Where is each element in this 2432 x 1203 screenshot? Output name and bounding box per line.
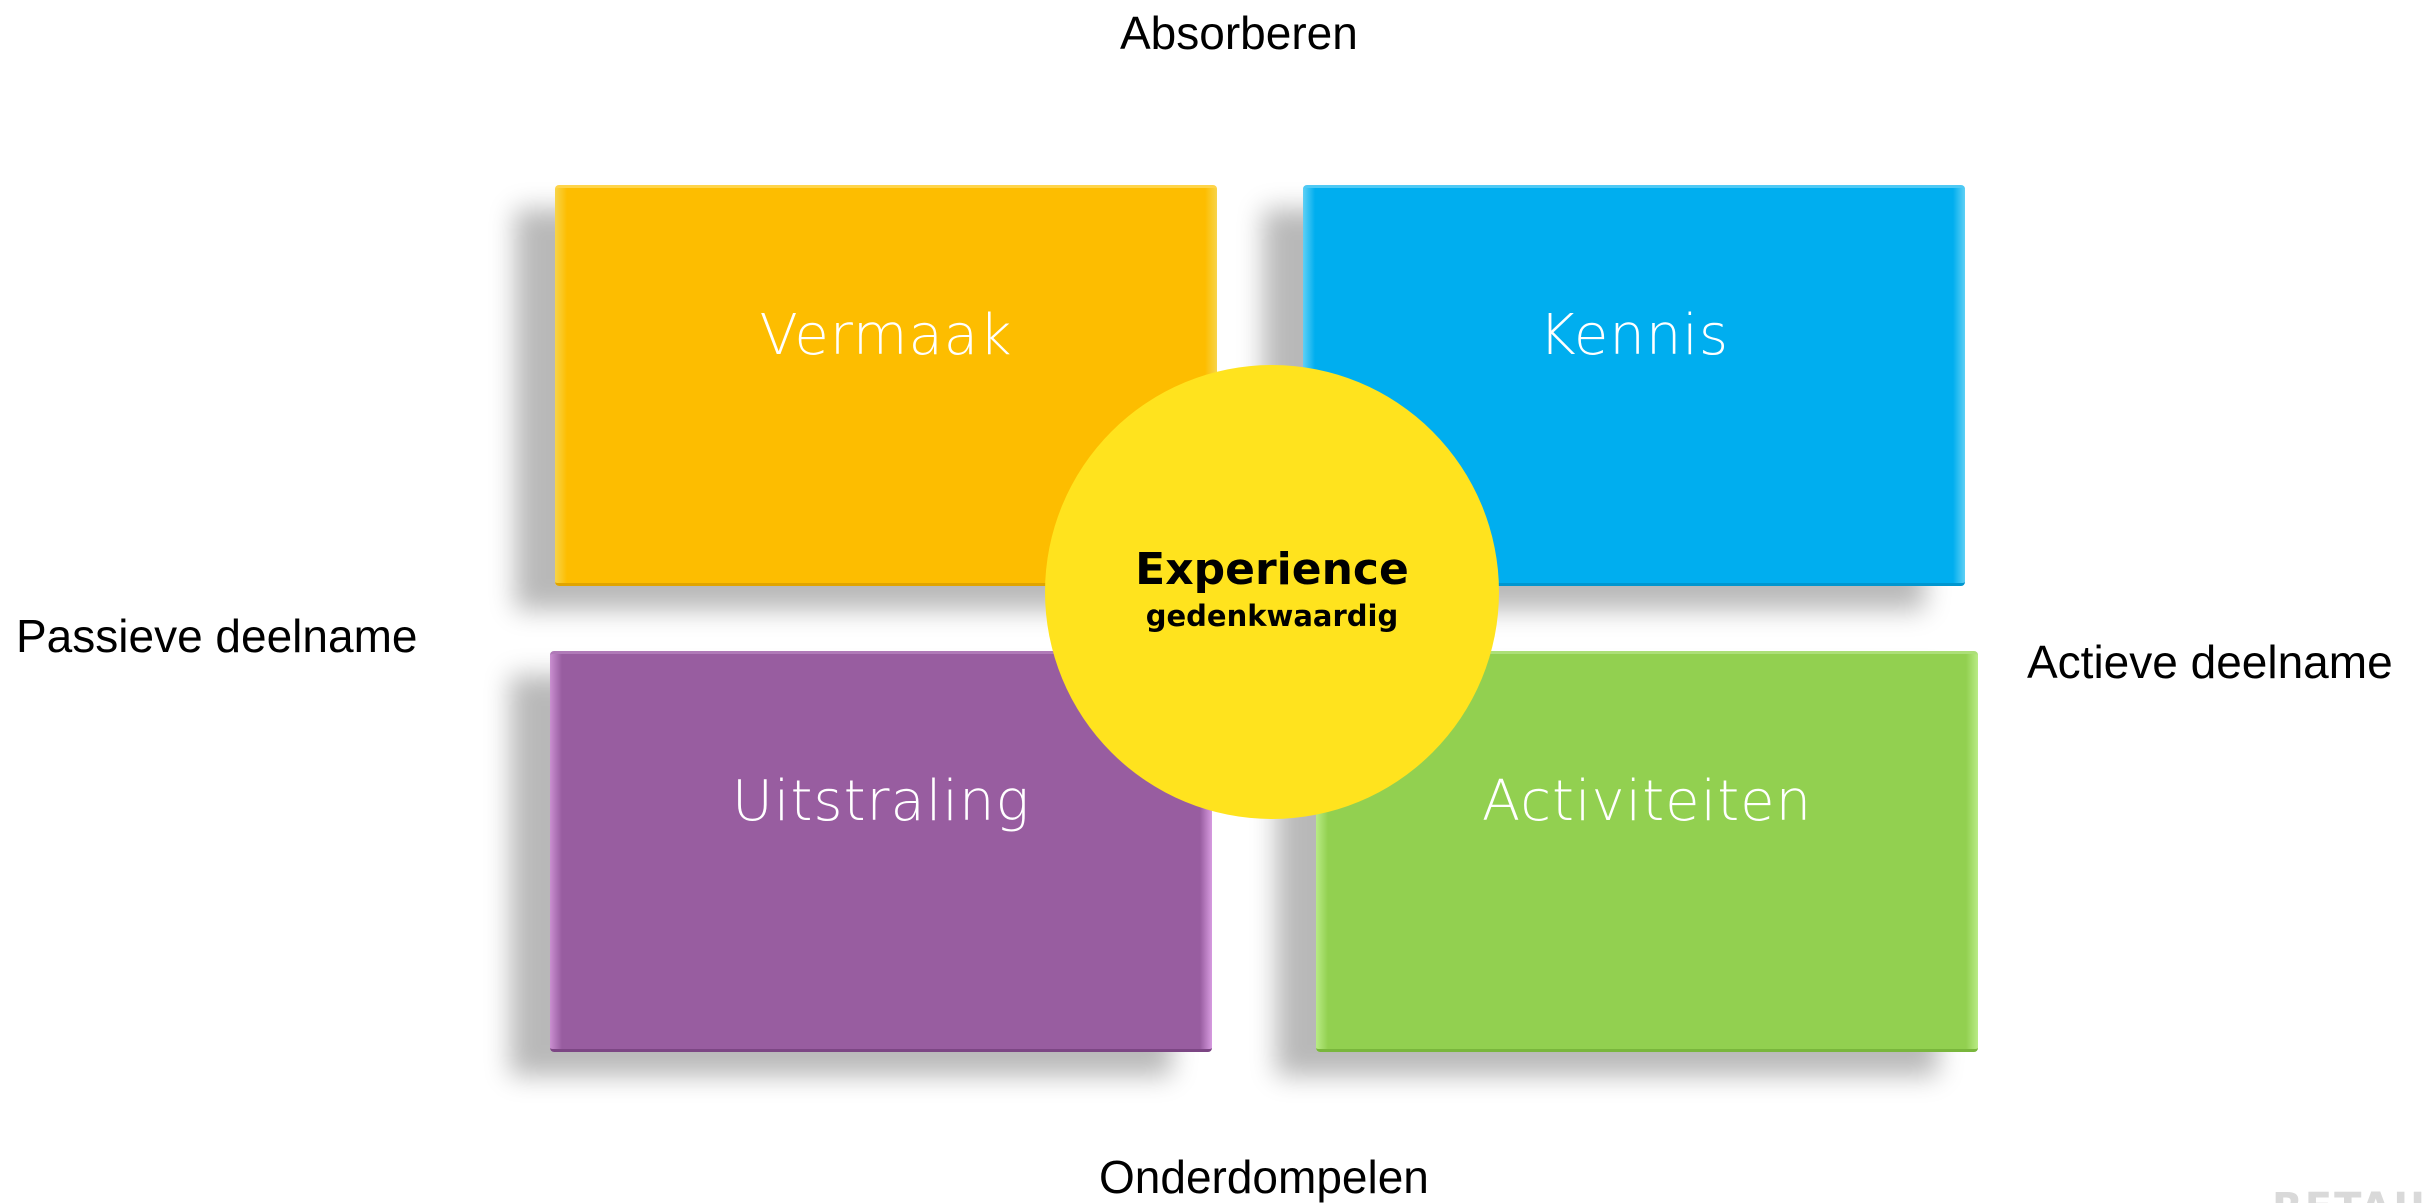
quadrant-label: Vermaak bbox=[759, 303, 1013, 368]
quadrant-kennis: Kennis bbox=[1303, 185, 1965, 586]
quadrant-label: Kennis bbox=[1538, 303, 1730, 368]
quadrant-vermaak: Vermaak bbox=[555, 185, 1217, 586]
center-title: Experience bbox=[1135, 543, 1409, 595]
axis-label-left: Passieve deelname bbox=[16, 610, 418, 662]
brand-logo: RETAIL bbox=[2272, 1188, 2432, 1203]
quadrant-label: Activiteiten bbox=[1481, 769, 1813, 834]
axis-label-bottom: Onderdompelen bbox=[1099, 1151, 1429, 1203]
axis-label-right: Actieve deelname bbox=[2027, 636, 2393, 688]
quadrant-label: Uitstraling bbox=[731, 769, 1031, 834]
center-circle: Experience gedenkwaardig bbox=[1045, 365, 1499, 819]
center-subtitle: gedenkwaardig bbox=[1145, 599, 1399, 634]
axis-label-top: Absorberen bbox=[1120, 7, 1358, 59]
